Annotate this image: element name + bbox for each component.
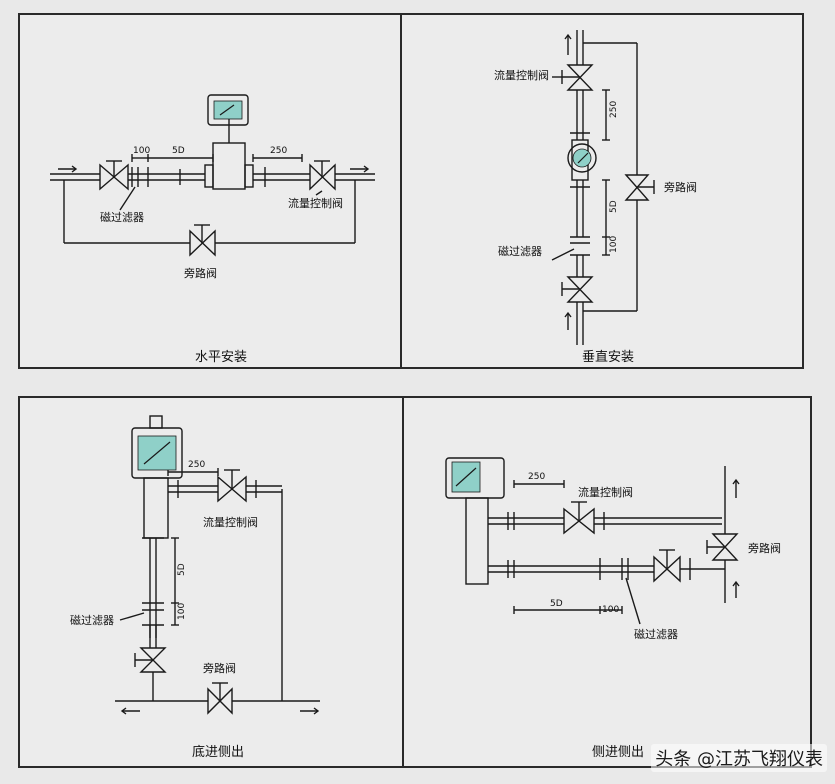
meter-head xyxy=(567,143,597,173)
control-valve-body xyxy=(566,64,594,91)
control-valve-body xyxy=(309,163,336,191)
meter-tube xyxy=(143,477,169,539)
control-valve-label: 流量控制阀 xyxy=(288,196,343,210)
inlet-valve-body xyxy=(653,555,681,583)
side-in-diagram: 250 流量控制阀 旁路阀 5D 100 磁过滤器 侧进侧出 xyxy=(445,457,781,760)
meter-tube xyxy=(212,142,246,190)
dim-250: 250 xyxy=(188,460,205,470)
meter-head xyxy=(207,94,249,126)
panel-vertical: 流量控制阀 旁路阀 磁过滤器 250 5D 100 垂直安装 xyxy=(400,13,804,369)
inlet-valve-body xyxy=(99,163,129,191)
control-valve-label: 流量控制阀 xyxy=(578,485,633,499)
bypass-label: 旁路阀 xyxy=(203,661,236,675)
panel-bottom-in: 250 流量控制阀 5D 100 磁过滤器 旁路阀 底进侧出 xyxy=(18,396,404,768)
dim-5d: 5D xyxy=(177,563,187,576)
panel-side-in: 250 流量控制阀 旁路阀 5D 100 磁过滤器 侧进侧出 xyxy=(402,396,812,768)
panel-horizontal: 100 5D 250 磁过滤器 流量控制阀 旁路阀 水平安装 xyxy=(18,13,402,369)
meter-flange-out xyxy=(244,164,254,188)
filter-leader xyxy=(119,186,136,211)
control-valve-body xyxy=(217,475,247,503)
inlet-valve-body xyxy=(566,276,594,303)
filter-label: 磁过滤器 xyxy=(100,211,144,224)
filter-label: 磁过滤器 xyxy=(634,628,678,641)
bypass-label: 旁路阀 xyxy=(184,266,217,280)
meter-dial xyxy=(572,148,592,168)
caption-vertical: 垂直安装 xyxy=(582,350,634,365)
dim-5d: 5D xyxy=(550,599,563,609)
dim-100: 100 xyxy=(602,605,619,615)
control-valve-label: 流量控制阀 xyxy=(494,68,549,82)
bypass-label: 旁路阀 xyxy=(664,180,697,194)
meter-tube xyxy=(465,497,489,585)
caption-horizontal: 水平安装 xyxy=(195,350,247,365)
bottom-valve-body xyxy=(207,687,233,715)
dim-250: 250 xyxy=(609,101,619,118)
dim-100: 100 xyxy=(133,146,150,156)
watermark: 头条 @江苏飞翔仪表 xyxy=(651,744,827,772)
dim-5d: 5D xyxy=(172,146,185,156)
control-valve-body xyxy=(563,507,595,535)
dim-250: 250 xyxy=(528,472,545,482)
filter-leader xyxy=(625,577,641,625)
filter-leader xyxy=(551,248,575,261)
meter-cap xyxy=(149,415,163,429)
bypass-valve-body xyxy=(139,647,167,673)
caption-bottom-in: 底进侧出 xyxy=(192,744,244,760)
meter-flange-in xyxy=(204,164,214,188)
control-valve-label: 流量控制阀 xyxy=(203,515,258,529)
bypass-valve-body xyxy=(711,533,739,561)
vertical-diagram: 流量控制阀 旁路阀 磁过滤器 250 5D 100 垂直安装 xyxy=(494,30,697,365)
bypass-valve-body xyxy=(624,174,650,201)
filter-leader xyxy=(119,612,145,621)
dim-100: 100 xyxy=(177,603,187,620)
horizontal-diagram: 100 5D 250 磁过滤器 流量控制阀 旁路阀 水平安装 xyxy=(50,94,375,365)
bottom-in-diagram: 250 流量控制阀 5D 100 磁过滤器 旁路阀 底进侧出 xyxy=(70,415,320,760)
dim-100: 100 xyxy=(609,236,619,253)
filter-label: 磁过滤器 xyxy=(498,245,542,258)
dim-5d: 5D xyxy=(609,200,619,213)
bypass-valve-body xyxy=(189,229,216,257)
dim-250: 250 xyxy=(270,146,287,156)
filter-label: 磁过滤器 xyxy=(70,614,114,627)
caption-side-in: 侧进侧出 xyxy=(592,745,644,760)
bypass-label: 旁路阀 xyxy=(748,541,781,555)
